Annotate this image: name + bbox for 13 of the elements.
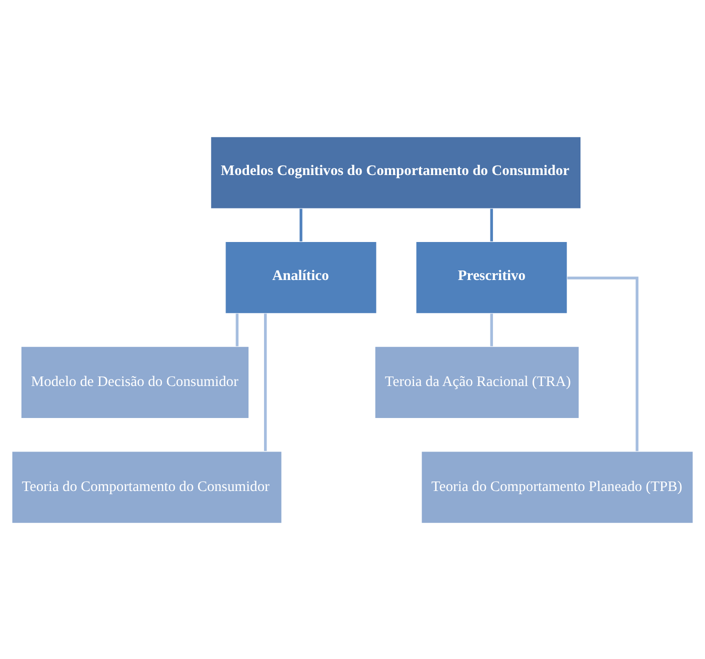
connector bbox=[264, 313, 267, 451]
node-box: Prescritivo bbox=[415, 240, 568, 314]
node-box: Teroia da Ação Racional (TRA) bbox=[374, 345, 580, 418]
connector bbox=[490, 208, 493, 241]
connector bbox=[567, 276, 638, 451]
node-box: Teoria do Comportamento Planeado (TPB) bbox=[420, 450, 694, 524]
connector bbox=[300, 208, 302, 241]
node-box: Modelo de Decisão do Consumidor bbox=[20, 345, 250, 418]
node-box: Teoria do Comportamento do Consumidor bbox=[11, 450, 282, 524]
connector bbox=[236, 313, 238, 346]
node-box: Analítico bbox=[224, 240, 378, 314]
connector bbox=[490, 313, 493, 346]
node-box: Modelos Cognitivos do Comportamento do Consumidor bbox=[210, 136, 582, 209]
